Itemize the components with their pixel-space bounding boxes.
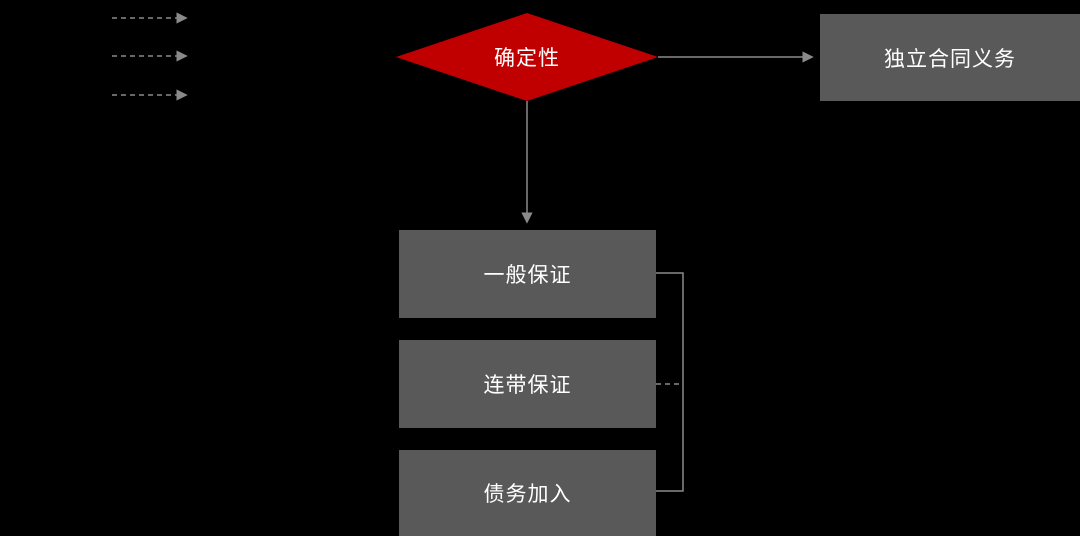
node-independent-obligation-label: 独立合同义务 (884, 47, 1016, 71)
node-debt-accession: 债务加入 (399, 450, 656, 536)
decision-node: 确定性 (396, 13, 658, 101)
bracket-connector (656, 272, 684, 492)
decision-node-label: 确定性 (494, 47, 560, 70)
decision-diamond (396, 13, 658, 101)
node-general-guarantee: 一般保证 (399, 230, 656, 318)
node-joint-guarantee-label: 连带保证 (483, 374, 572, 397)
node-debt-accession-label: 债务加入 (483, 483, 572, 506)
node-general-guarantee-label: 一般保证 (483, 264, 572, 287)
node-independent-obligation: 独立合同义务 (820, 14, 1080, 101)
node-joint-guarantee: 连带保证 (399, 340, 656, 428)
